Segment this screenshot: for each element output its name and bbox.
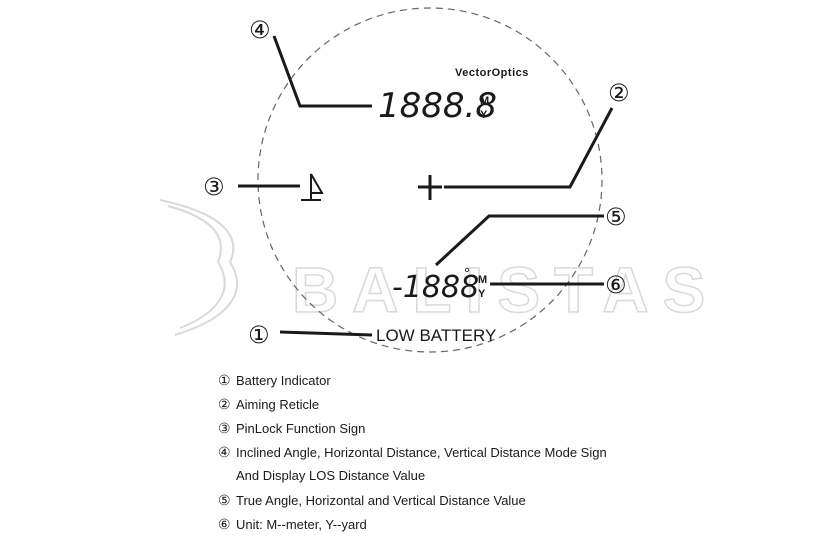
- callout-1: ①: [248, 321, 270, 349]
- distance-unit-meter: M: [480, 95, 489, 107]
- distance-value-readout: 1888.8: [378, 86, 497, 126]
- distance-unit-yard: Y: [480, 109, 488, 121]
- callout-2: ②: [608, 79, 630, 107]
- callout-3: ③: [203, 173, 225, 201]
- leader-line-4: [272, 35, 372, 108]
- display-circle: [257, 7, 603, 353]
- angle-unit-yard: Y: [478, 288, 486, 300]
- watermark-logo: [159, 199, 238, 336]
- pinlock-flag-icon: [301, 173, 324, 201]
- angle-unit-meter: M: [478, 274, 487, 286]
- brand-logo: VectorOptics: [455, 67, 529, 79]
- leader-line-1: [279, 330, 373, 337]
- aiming-reticle-icon: [418, 175, 442, 200]
- angle-value-readout: -1888: [392, 270, 479, 305]
- low-battery-indicator: LOW BATTERY: [376, 326, 496, 345]
- leader-line-2: [444, 107, 614, 189]
- leader-line-5: [434, 214, 604, 267]
- callout-4: ④: [249, 16, 271, 44]
- legend-item-continuation: And Display LOS Distance Value: [236, 468, 426, 483]
- callout-6: ⑥: [605, 271, 627, 299]
- callout-5: ⑤: [605, 203, 627, 231]
- degree-symbol: °: [464, 265, 470, 282]
- watermark-text: BALISTAS: [292, 254, 719, 326]
